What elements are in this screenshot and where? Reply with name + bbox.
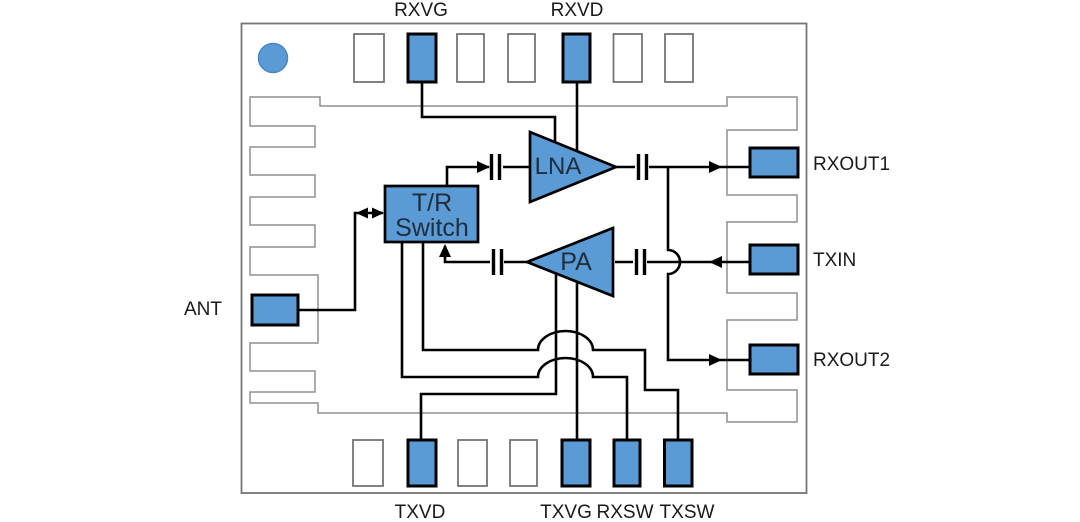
tr-switch-block <box>383 184 480 244</box>
pin-label-rxsw: RXSW <box>596 502 654 522</box>
pad-rxout2 <box>748 343 800 376</box>
arrow-bidirectional-left <box>356 207 368 219</box>
wire-rxvg-to-lna <box>420 78 557 143</box>
arrow-bidirectional-right <box>372 207 384 219</box>
lna-amplifier-symbol <box>528 129 620 205</box>
wire-ant-to-switch <box>296 211 383 312</box>
arrow-into-lna-input <box>477 161 490 173</box>
pin1-indicator-dot <box>257 42 289 74</box>
wire-branch-to-rxout2 <box>666 167 754 362</box>
capacitor-lna-input <box>489 154 502 180</box>
pad-txsw <box>663 438 694 488</box>
lna-label: LNA <box>534 153 582 180</box>
pad-bottom-nc2 <box>457 439 488 487</box>
wire-switch-to-txsw <box>421 240 680 446</box>
pin-label-txin: TXIN <box>813 250 857 271</box>
pad-txvd <box>406 438 438 488</box>
pa-amplifier-symbol <box>523 226 615 298</box>
wires <box>296 78 754 446</box>
pin-label-rxout2: RXOUT2 <box>813 350 891 371</box>
tr-switch-label-line1: T/R <box>411 189 453 217</box>
pad-rxout1 <box>748 146 800 179</box>
pad-top-nc2 <box>456 33 485 83</box>
arrows <box>356 161 722 366</box>
pad-top-nc1 <box>353 33 385 83</box>
die-paddle-outline <box>249 96 798 423</box>
pin-label-txvg: TXVG <box>540 502 592 522</box>
tr-switch-label-line2: Switch <box>395 214 469 242</box>
arrow-into-rxout1 <box>709 161 722 173</box>
pad-rxsw <box>612 438 642 488</box>
pin-label-txsw: TXSW <box>659 502 715 522</box>
pad-top-nc3 <box>507 33 536 83</box>
pad-top-nc5 <box>664 33 694 83</box>
pin-label-rxvg: RXVG <box>394 0 448 21</box>
wire-switch-to-rxsw <box>400 240 629 446</box>
arrow-txin-into-pa <box>709 256 722 268</box>
pin-label-txvd: TXVD <box>394 502 446 522</box>
pin-label-rxout1: RXOUT1 <box>813 154 891 175</box>
capacitor-pa-input <box>634 249 647 275</box>
package-pads <box>250 32 800 488</box>
pin-label-rxvd: RXVD <box>550 0 604 21</box>
pad-txin <box>748 243 800 276</box>
chip-package-outline <box>240 22 808 494</box>
wire-pa-to-txvd <box>419 268 558 446</box>
pad-rxvg <box>406 32 438 84</box>
pad-top-nc4 <box>612 33 643 83</box>
capacitor-lna-output <box>636 154 649 180</box>
pa-label: PA <box>560 248 592 276</box>
capacitors <box>489 154 649 275</box>
pad-rxvd <box>561 32 592 84</box>
pad-bottom-nc3 <box>509 439 538 487</box>
pad-bottom-nc1 <box>352 439 384 487</box>
pin-label-ant: ANT <box>184 299 222 320</box>
pad-ant <box>250 293 300 327</box>
arrow-pa-into-switch <box>439 244 451 257</box>
arrow-into-rxout2 <box>709 354 722 366</box>
capacitor-pa-output <box>491 249 504 275</box>
pad-txvg <box>560 438 592 488</box>
